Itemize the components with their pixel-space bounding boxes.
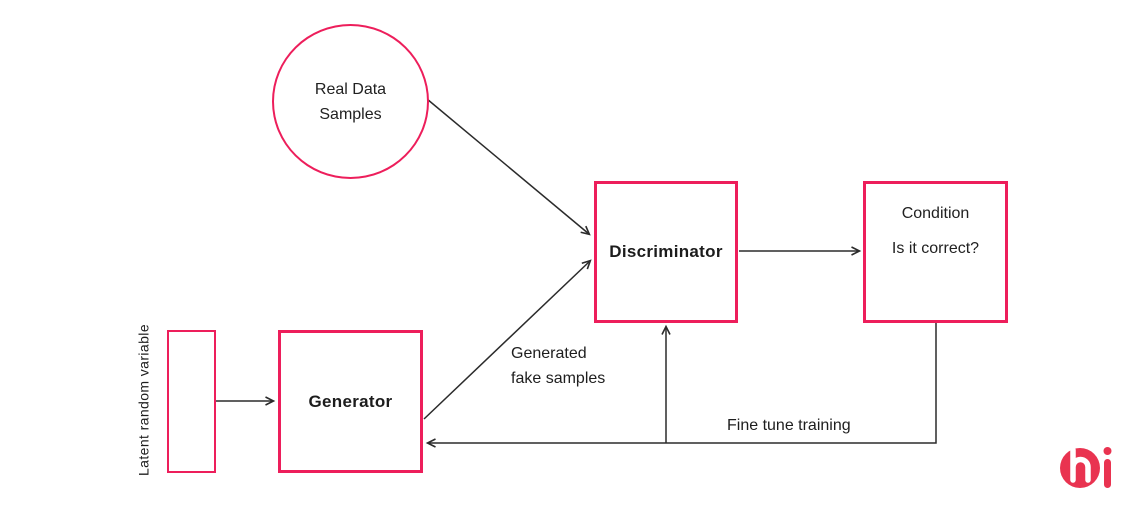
generator-label: Generator: [308, 391, 393, 411]
arrow-generator-to-discriminator: [423, 259, 592, 420]
logo-letter-n: [1070, 447, 1091, 483]
generated-fake-samples-label: Generated fake samples: [511, 345, 606, 387]
condition-question: Is it correct?: [891, 240, 980, 257]
logo-i-dot: [1103, 447, 1112, 455]
arrow-real-data-to-discriminator: [426, 98, 591, 236]
latent-random-variable-label: Latent random variable: [135, 324, 152, 476]
brand-logo: [1058, 440, 1116, 492]
node-latent-random-variable: [167, 330, 216, 473]
node-generator: Generator: [278, 330, 423, 473]
real-data-samples-label: Real Data Samples: [314, 80, 387, 123]
logo-i-stem: [1104, 459, 1111, 488]
mi-logo-graphic: [1060, 447, 1112, 488]
feedback-line-condition-to-generator: [425, 323, 937, 448]
node-discriminator: Discriminator: [594, 181, 738, 323]
logo-circle: [1060, 448, 1100, 488]
node-condition: Condition Is it correct?: [863, 181, 1008, 323]
condition-title: Condition: [901, 205, 970, 222]
discriminator-label: Discriminator: [609, 242, 723, 261]
fine-tune-training-label: Fine tune training: [727, 417, 851, 434]
node-real-data-samples: Real Data Samples: [272, 24, 429, 179]
